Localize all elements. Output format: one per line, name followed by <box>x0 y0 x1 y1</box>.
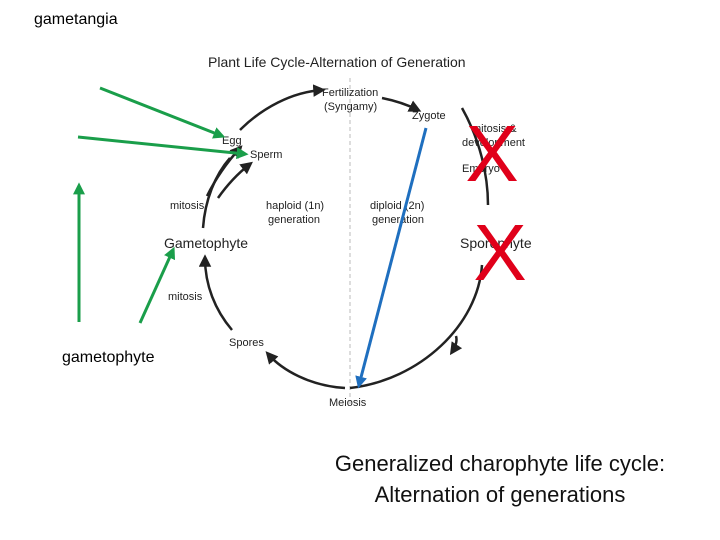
gametophyte-annotation-label: gametophyte <box>62 349 155 366</box>
mitosis-upper-label: mitosis <box>170 200 205 212</box>
embryo-label: Embryo <box>462 163 500 175</box>
diploid-label-1: diploid (2n) <box>370 200 424 212</box>
caption-line-2: Alternation of generations <box>374 482 626 507</box>
haploid-label-2: generation <box>268 214 320 226</box>
arrowhead-right-lower <box>449 335 463 356</box>
arrow-gametophyte-to-sperm <box>216 161 253 199</box>
green-arrow-to-gametophyte <box>138 246 176 324</box>
meiosis-label: Meiosis <box>329 397 367 409</box>
spores-label: Spores <box>229 337 264 349</box>
arc-spores-to-gametophyte <box>198 254 233 331</box>
gametangia-label: gametangia <box>34 11 118 28</box>
haploid-label-1: haploid (1n) <box>266 200 324 212</box>
sporophyte-label: Sporophyte <box>460 235 532 251</box>
mitosis-development-label-2: development <box>462 137 525 149</box>
mitosis-lower-label: mitosis <box>168 291 203 303</box>
zygote-label: Zygote <box>412 110 446 122</box>
diagram-title: Plant Life Cycle-Alternation of Generati… <box>208 54 466 70</box>
caption: Generalized charophyte life cycle: Alter… <box>280 448 720 510</box>
green-arrow-to-egg <box>99 86 226 139</box>
arc-fertilization-to-zygote <box>381 96 422 112</box>
red-cross-mark-upper: X <box>465 109 518 198</box>
diploid-label-2: generation <box>372 214 424 226</box>
egg-label: Egg <box>222 135 242 147</box>
mitosis-development-label-1: mitosis & <box>472 123 517 135</box>
arc-gametophyte-to-gametes <box>201 157 231 229</box>
caption-line-1: Generalized charophyte life cycle: <box>334 451 666 476</box>
red-cross-mark-lower: X <box>473 208 526 297</box>
arc-meiosis-to-spores <box>265 351 346 390</box>
green-arrow-to-sperm <box>77 135 249 160</box>
arc-egg-to-fertilization <box>239 84 326 131</box>
arc-zygote-to-sporophyte <box>460 107 490 206</box>
green-annotation-arrows <box>73 86 249 324</box>
arc-sporophyte-to-meiosis <box>349 264 484 390</box>
sperm-label: Sperm <box>250 149 282 161</box>
fertilization-label: Fertilization <box>322 87 378 99</box>
syngamy-label: (Syngamy) <box>324 101 377 113</box>
blue-arrow-zygote-to-meiosis <box>355 127 428 389</box>
gametophyte-label: Gametophyte <box>164 235 248 251</box>
